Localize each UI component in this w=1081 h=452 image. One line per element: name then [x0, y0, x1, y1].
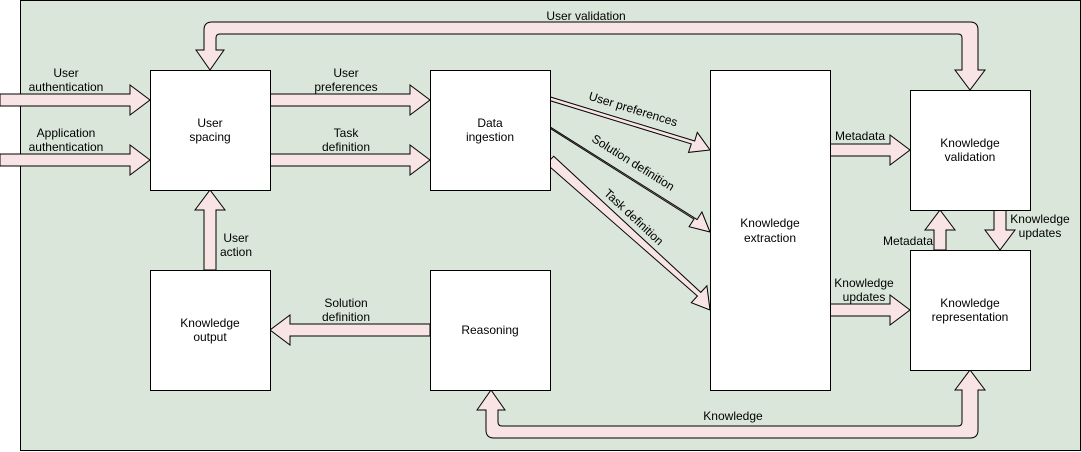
box-knowledge-extraction: Knowledge extraction: [710, 70, 831, 391]
box-data-ingestion-line-1: Data: [477, 116, 503, 130]
box-knowledge-output-line-1: Knowledge: [180, 316, 240, 330]
user-preferences-arrow: [269, 84, 431, 116]
label-user-action-line-1: User: [223, 231, 248, 245]
task-definition-arrow: [269, 144, 431, 176]
box-knowledge-output-line-2: output: [193, 330, 227, 344]
box-knowledge-representation-line-1: Knowledge: [940, 296, 1000, 310]
label-solution-definition-line-1: Solution: [324, 296, 367, 310]
solution-definition-diagonal-arrow: [545, 125, 711, 233]
box-data-ingestion-line-2: ingestion: [466, 130, 514, 144]
label-metadata-to-validation: Metadata: [835, 129, 885, 143]
label-user-preferences-line-2: preferences: [314, 80, 377, 94]
box-reasoning: Reasoning: [430, 270, 551, 391]
label-user-authentication-line-2: authentication: [29, 80, 104, 94]
box-user-spacing-line-2: spacing: [189, 130, 230, 144]
box-reasoning-label: Reasoning: [461, 323, 518, 337]
user-validation-arrow: [195, 21, 986, 91]
label-solution-definition-line-2: definition: [322, 310, 370, 324]
label-user-validation: User validation: [546, 9, 625, 23]
label-knowledge-updates-down-line-2: updates: [1019, 226, 1062, 240]
label-knowledge: Knowledge: [703, 409, 763, 423]
user-action-up-arrow: [194, 189, 226, 271]
box-knowledge-representation: Knowledge representation: [910, 250, 1031, 371]
box-data-ingestion: Data ingestion: [430, 70, 551, 191]
box-user-spacing: User spacing: [150, 70, 271, 191]
metadata-to-validation-arrow: [829, 134, 911, 166]
box-knowledge-output: Knowledge output: [150, 270, 271, 391]
label-user-authentication-line-1: User: [53, 66, 78, 80]
label-knowledge-updates-line-2: updates: [843, 290, 886, 304]
label-user-preferences-line-1: User: [333, 66, 358, 80]
label-user-action-line-2: action: [220, 245, 252, 259]
label-metadata-up: Metadata: [883, 234, 933, 248]
box-knowledge-validation-line-1: Knowledge: [940, 136, 1000, 150]
box-knowledge-extraction-line-2: extraction: [744, 231, 796, 245]
label-knowledge-updates-down-line-1: Knowledge: [1010, 212, 1070, 226]
solution-definition-left-arrow: [269, 314, 431, 346]
application-authentication-arrow: [0, 144, 151, 176]
knowledge-feedback-arrow: [476, 369, 986, 439]
box-user-spacing-line-1: User: [197, 116, 222, 130]
label-task-definition-line-2: definition: [322, 140, 370, 154]
metadata-up-arrow: [924, 209, 956, 251]
task-definition-diagonal-arrow: [545, 155, 711, 311]
label-application-authentication-line-1: Application: [37, 126, 96, 140]
label-task-definition-line-1: Task: [334, 126, 360, 140]
knowledge-updates-to-representation-arrow: [829, 294, 911, 326]
arrow-layer: [0, 21, 1016, 439]
user-preferences-diagonal-arrow: [544, 96, 711, 153]
box-knowledge-validation: Knowledge validation: [910, 90, 1031, 211]
box-knowledge-representation-line-2: representation: [932, 310, 1009, 324]
label-knowledge-updates-line-1: Knowledge: [834, 276, 894, 290]
label-application-authentication-line-2: authentication: [29, 140, 104, 154]
user-authentication-arrow: [0, 84, 151, 116]
box-knowledge-extraction-line-1: Knowledge: [740, 216, 800, 230]
knowledge-updates-down-arrow: [984, 209, 1016, 251]
box-knowledge-validation-line-2: validation: [945, 150, 996, 164]
